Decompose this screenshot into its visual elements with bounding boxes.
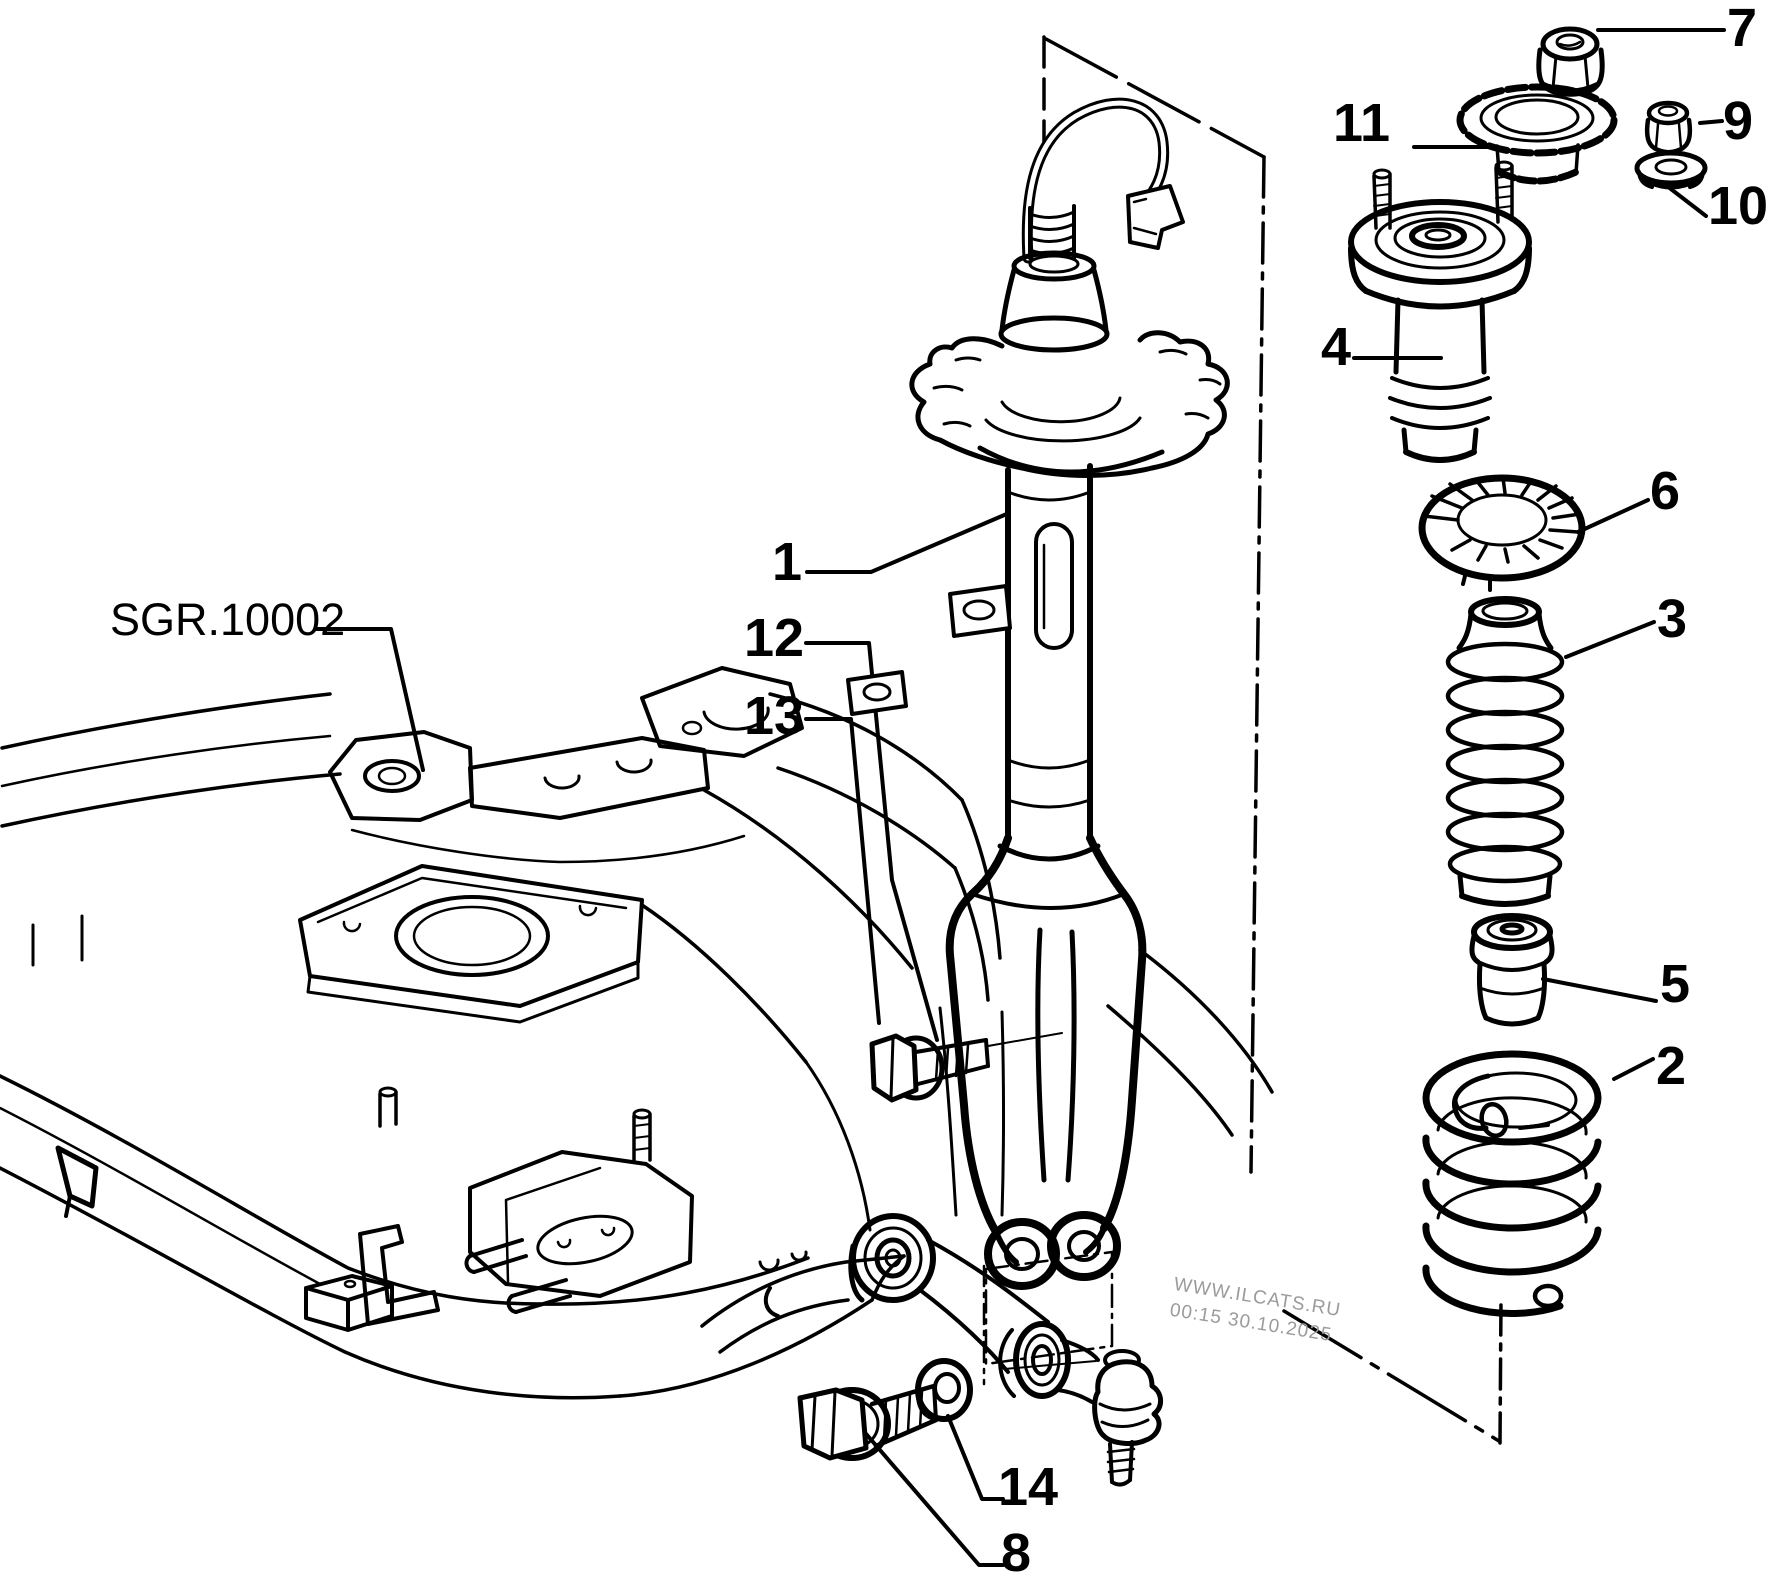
control-arm-ball-joint-drawing (848, 1213, 1163, 1487)
callout-10: 10 (1708, 176, 1769, 236)
detail-boundary-dashed-lines (1042, 35, 1503, 1445)
callout-2: 2 (1656, 1036, 1687, 1096)
spring-seat-6-drawing (1418, 474, 1586, 592)
coil-spring-2-drawing (1422, 1050, 1602, 1317)
upper-cup-11-drawing (1456, 83, 1618, 185)
callout-12: 12 (744, 608, 805, 668)
callout-9: 9 (1723, 91, 1754, 151)
callout-6: 6 (1650, 461, 1681, 521)
callout-8: 8 (1001, 1523, 1032, 1574)
bump-stop-5-drawing (1469, 913, 1555, 1027)
callout-13: 13 (744, 686, 805, 746)
callout-11: 11 (1333, 93, 1391, 153)
strut-assembly-1-drawing (846, 97, 1230, 1290)
dust-boot-3-drawing (1445, 596, 1565, 907)
callout-14: 14 (998, 1457, 1059, 1517)
callout-4: 4 (1321, 317, 1352, 377)
washer-10-drawing (1634, 150, 1708, 190)
callout-3: 3 (1657, 589, 1688, 649)
strut-mount-4-drawing (1348, 160, 1532, 463)
nut-9-drawing (1644, 100, 1693, 155)
callout-5: 5 (1660, 954, 1691, 1014)
bolt-8-washer-14-drawing (797, 1358, 973, 1461)
callout-7: 7 (1727, 0, 1758, 58)
pinch-bolt-13-drawing (869, 1033, 990, 1103)
group-reference-label: SGR.10002 (110, 594, 346, 645)
subframe-drawing (0, 666, 1274, 1400)
callout-1: 1 (772, 532, 803, 592)
